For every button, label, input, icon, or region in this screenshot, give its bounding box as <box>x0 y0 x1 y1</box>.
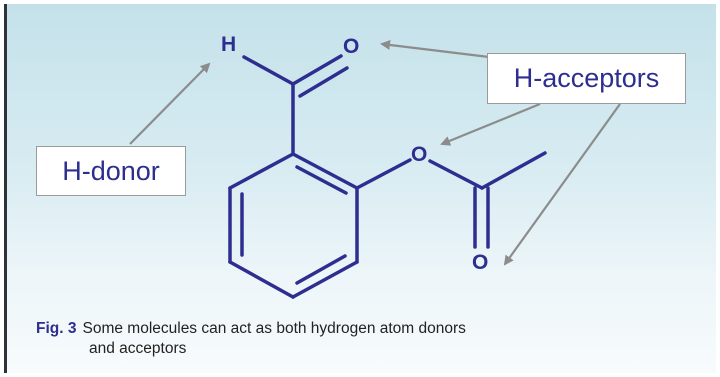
ester-o-bond <box>355 158 412 190</box>
acceptor-arrow-ester-oxygen <box>440 102 541 146</box>
ester-oxygen-label: O <box>411 143 428 166</box>
aldehyde-co-double-bond <box>291 54 343 86</box>
ester-c-bond <box>428 159 484 190</box>
figure-caption: Fig. 3 Some molecules can act as both hyd… <box>36 319 636 359</box>
figure-number: Fig. 3 <box>36 320 77 337</box>
ring-bond <box>228 260 295 299</box>
aldehyde-h-bond <box>242 55 295 86</box>
ring-bond <box>291 260 359 299</box>
ring-bond <box>291 152 359 190</box>
h-donor-label: H-donor <box>36 146 186 196</box>
hydrogen-atom-label: H <box>221 33 237 56</box>
caption-line-1: Some molecules can act as both hydrogen … <box>82 320 466 337</box>
acceptor-arrow-carbonyl <box>380 40 490 59</box>
ring-double-bond <box>295 165 348 195</box>
ring-bond <box>228 152 295 190</box>
caption-line-2: and acceptors <box>89 340 187 357</box>
acceptor-arrow-acetyl-oxygen <box>503 103 621 266</box>
acetyl-oxygen-label: O <box>472 251 489 274</box>
molecule-bonds <box>228 54 547 299</box>
ring-double-bond <box>295 254 347 285</box>
methyl-bond <box>480 151 547 190</box>
aldehyde-co-double-bond <box>298 66 349 98</box>
annotation-arrows <box>129 40 621 266</box>
figure-left-border <box>4 4 7 373</box>
h-acceptors-label: H-acceptors <box>487 53 686 104</box>
donor-arrow <box>129 62 211 145</box>
carbonyl-oxygen-label: O <box>343 35 360 58</box>
